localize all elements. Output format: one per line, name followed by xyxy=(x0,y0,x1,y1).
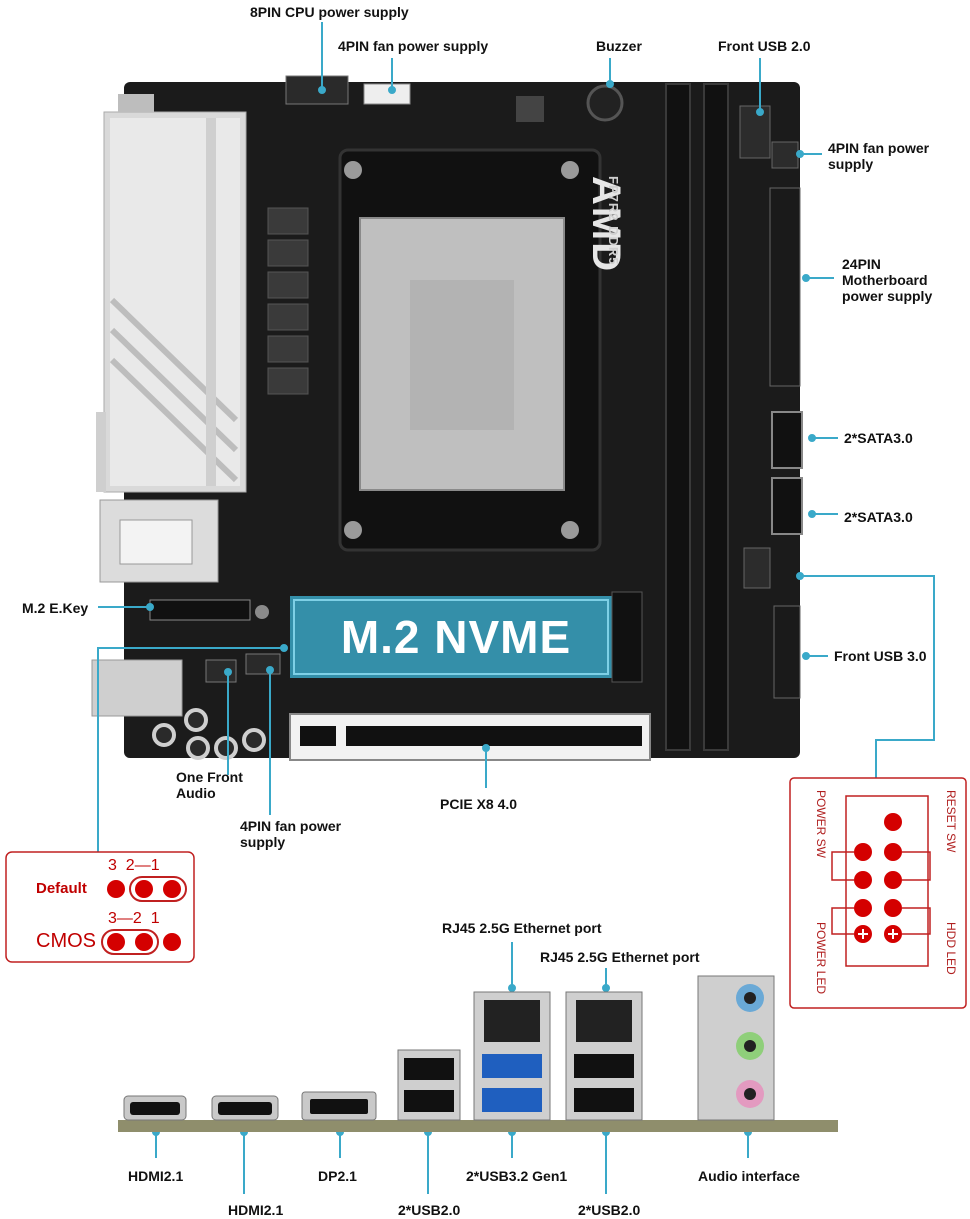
label-sata-2: 2*SATA3.0 xyxy=(844,509,913,525)
label-front-usb3: Front USB 3.0 xyxy=(834,648,927,664)
label-cpu-8pin: 8PIN CPU power supply xyxy=(250,4,409,20)
usb2-stack-1 xyxy=(397,1049,461,1121)
callout-lines xyxy=(97,22,935,1194)
dimm-slot-1 xyxy=(665,83,691,751)
sata-port-1 xyxy=(771,411,803,469)
label-hdmi-2: HDMI2.1 xyxy=(228,1202,284,1218)
cmos-label: CMOS xyxy=(36,930,96,952)
label-audio: Audio interface xyxy=(698,1168,800,1184)
rj45-usb2-stack xyxy=(565,991,643,1121)
front-panel-pins xyxy=(854,813,902,943)
label-mb-24pin: 24PIN Motherboard power supply xyxy=(842,256,933,304)
front-usb3-header xyxy=(773,605,801,699)
label-rj45-1: RJ45 2.5G Ethernet port xyxy=(442,920,602,936)
label-fan-4pin-bottom: 4PIN fan power supply xyxy=(240,818,342,850)
default-label: Default xyxy=(36,880,87,897)
power-sw-label: POWER SW xyxy=(814,790,828,858)
io-board-strip xyxy=(118,1120,838,1132)
hdmi-port-2 xyxy=(211,1095,279,1121)
label-usb32: 2*USB3.2 Gen1 xyxy=(466,1168,568,1184)
label-hdmi-1: HDMI2.1 xyxy=(128,1168,184,1184)
default-pin-numbers: 3 2—1 xyxy=(108,857,160,874)
fan-header-top xyxy=(363,83,411,105)
reset-sw-label: RESET SW xyxy=(944,790,958,853)
hdmi-port-1 xyxy=(123,1095,187,1121)
cpu-8pin-connector xyxy=(285,75,349,105)
f-panel-header xyxy=(743,547,771,589)
vrm-chokes xyxy=(267,207,309,395)
audio-jacks xyxy=(697,975,775,1121)
label-usb2-a: 2*USB2.0 xyxy=(398,1202,461,1218)
audio-capacitors xyxy=(152,708,266,760)
hdd-led-label: HDD LED xyxy=(944,922,958,975)
vrm-heatsink xyxy=(96,94,247,493)
cmos-jumper-pins xyxy=(101,929,181,955)
label-fan-4pin-right: 4PIN fan power supply xyxy=(828,140,930,172)
label-pcie: PCIE X8 4.0 xyxy=(440,796,518,812)
cmos-pin-numbers: 3—2 1 xyxy=(108,910,160,927)
label-one-front-audio: One Front Audio xyxy=(176,769,243,801)
label-dp: DP2.1 xyxy=(318,1168,357,1184)
label-rj45-2: RJ45 2.5G Ethernet port xyxy=(540,949,700,965)
m2-nvme-label: M.2 NVME xyxy=(340,611,572,663)
fan-header-right xyxy=(771,141,799,169)
label-sata-1: 2*SATA3.0 xyxy=(844,430,913,446)
power-led-label: POWER LED xyxy=(814,922,828,995)
rj45-usb3-stack xyxy=(473,991,551,1121)
default-jumper-pins xyxy=(107,876,187,902)
atx-24pin-connector xyxy=(769,187,801,387)
dimm-slot-2 xyxy=(703,83,729,751)
socket-mark-text: FP7R2 DDR5 xyxy=(606,176,621,266)
sata-port-2 xyxy=(771,477,803,535)
front-usb2-header xyxy=(739,105,771,159)
label-front-usb2: Front USB 2.0 xyxy=(718,38,811,54)
m2-nvme-highlight xyxy=(290,596,612,678)
dp-port xyxy=(301,1091,377,1121)
label-buzzer: Buzzer xyxy=(596,38,642,54)
io-audio-block xyxy=(91,659,183,717)
label-m2-ekey: M.2 E.Key xyxy=(22,600,89,616)
label-fan-4pin-top: 4PIN fan power supply xyxy=(338,38,489,54)
fan-header-bottom xyxy=(245,653,281,675)
buzzer-part xyxy=(586,84,624,122)
label-usb2-b: 2*USB2.0 xyxy=(578,1202,641,1218)
m2-ekey-slot xyxy=(149,599,251,621)
